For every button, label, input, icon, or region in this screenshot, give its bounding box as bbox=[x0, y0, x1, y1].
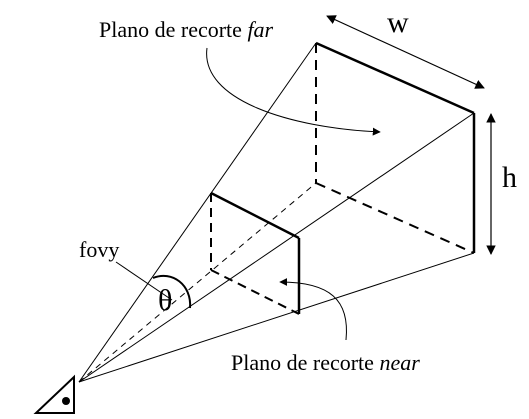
width-arrow bbox=[326, 15, 485, 89]
eye-icon bbox=[33, 374, 75, 414]
ray-center bbox=[78, 182, 317, 383]
far-edge-top bbox=[315, 41, 475, 115]
height-label: h bbox=[502, 161, 517, 194]
far-plane-label: Plano de recorte far bbox=[99, 17, 274, 42]
far-edge-bottom-hidden bbox=[315, 182, 475, 254]
near-leader-curve bbox=[279, 278, 347, 341]
near-plane bbox=[210, 191, 301, 315]
near-edge-bottom-hidden bbox=[210, 269, 300, 315]
ray-top-left bbox=[78, 42, 317, 383]
near-edge-top bbox=[210, 191, 300, 240]
far-plane bbox=[315, 41, 476, 254]
frustum-rays bbox=[78, 42, 475, 383]
fovy-leader bbox=[115, 261, 173, 301]
ray-top-right bbox=[78, 112, 475, 383]
fovy-angle-arc bbox=[152, 274, 192, 309]
theta-label: θ bbox=[158, 284, 172, 317]
width-label: w bbox=[387, 6, 409, 39]
fovy-label: fovy bbox=[79, 237, 119, 262]
ray-bottom-right bbox=[78, 252, 475, 383]
far-leader-curve bbox=[206, 47, 381, 136]
near-plane-label: Plano de recorte near bbox=[231, 350, 420, 375]
